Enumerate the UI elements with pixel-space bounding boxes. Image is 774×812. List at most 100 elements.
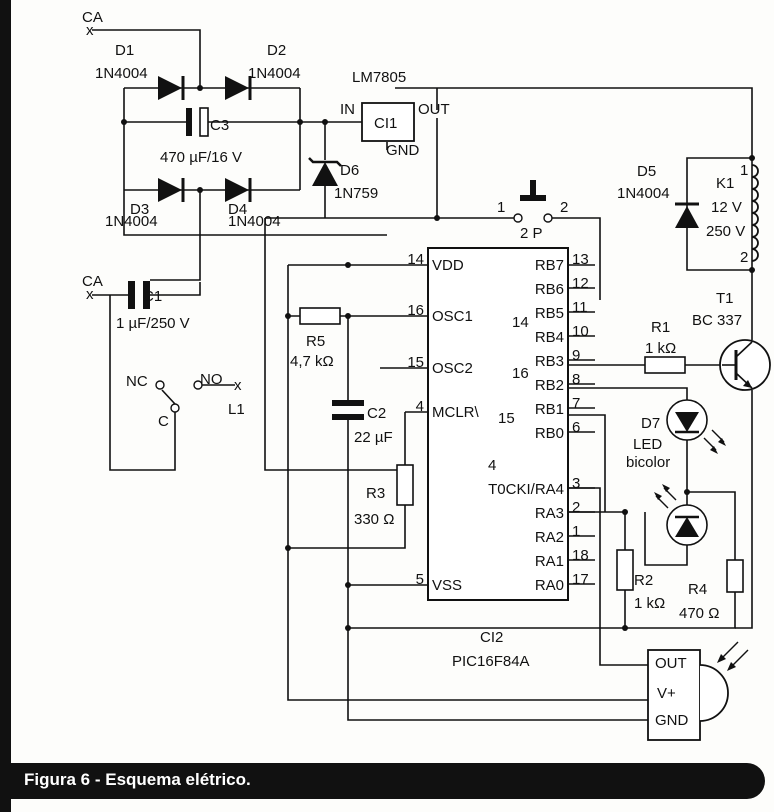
pic-pin-name-rb6: RB6	[535, 281, 564, 298]
wire-sw-right	[552, 217, 601, 300]
wire-gnd-bridge	[123, 190, 387, 236]
caption-bar	[0, 763, 765, 799]
pic-chip-body	[427, 247, 569, 601]
label-d4-name: D4	[228, 201, 247, 218]
label-ci2-part: PIC16F84A	[452, 653, 530, 670]
label-k1-name: K1	[716, 175, 734, 192]
label-c3-value: 470 µF/16 V	[160, 149, 242, 166]
label-c1-value: 1 µF/250 V	[116, 315, 190, 332]
wire-r3-bottom	[288, 505, 406, 549]
resistor-r4	[726, 559, 744, 593]
label-d7-type: LED	[633, 436, 662, 453]
pic-pin-num-ra2: 1	[572, 523, 580, 540]
diode-d5	[675, 202, 699, 228]
relay-coil-k1	[751, 164, 759, 262]
label-k1-pin1: 1	[740, 162, 748, 179]
label-r5-name: R5	[306, 333, 325, 350]
pic-pin-name-t0ckira4: T0CKI/RA4	[488, 481, 564, 498]
pic-pin-num-t0ckira4: 3	[572, 475, 580, 492]
pic-pin-num-osc2: 15	[407, 354, 424, 371]
label-l1: L1	[228, 401, 245, 418]
pic-pin-name-rb3: RB3	[535, 353, 564, 370]
pushbutton-2p	[513, 180, 553, 223]
label-reg-out: OUT	[418, 101, 450, 118]
resistor-r1	[644, 356, 686, 374]
label-r2-name: R2	[634, 572, 653, 589]
resistor-r2	[616, 549, 634, 591]
wire-relay-loop	[686, 157, 753, 271]
pic-pin-name-rb1: RB1	[535, 401, 564, 418]
pic-pin-num-rb6: 12	[572, 275, 589, 292]
label-d7-desc: bicolor	[626, 454, 670, 471]
label-reg-gnd: GND	[386, 142, 420, 159]
pic-pin-name-rb0: RB0	[535, 425, 564, 442]
pic-pin-name-vss: VSS	[432, 577, 462, 594]
label-k1-v2: 250 V	[706, 223, 745, 240]
wire-gnd-sensor	[347, 420, 648, 721]
label-d2-name: D2	[267, 42, 286, 59]
figure-caption: Figura 6 - Esquema elétrico.	[24, 770, 251, 789]
pic-pin-num-mclr: 4	[416, 398, 424, 415]
wire-bridge-to-c1	[150, 190, 201, 281]
pic-pin-num-vdd: 14	[407, 251, 424, 268]
label-ca-left: CA	[82, 273, 103, 290]
pic-pin-name-ra2: RA2	[535, 529, 564, 546]
pic-pin-name-ra0: RA0	[535, 577, 564, 594]
pic-pin-name-mclr: MCLR\	[432, 404, 480, 421]
label-sensor-vplus: V+	[657, 685, 676, 702]
label-d3-name: D3	[130, 201, 149, 218]
wire-ac-top	[92, 29, 201, 88]
label-d1-name: D1	[115, 42, 134, 59]
capacitor-c1	[128, 281, 150, 309]
resistor-r3	[396, 464, 414, 506]
label-r1-name: R1	[651, 319, 670, 336]
label-nc: NC	[126, 373, 148, 390]
wire-vplus	[287, 265, 648, 701]
label-r3-value: 330 Ω	[354, 511, 394, 528]
capacitor-c3	[186, 107, 209, 137]
regulator-ci1	[361, 102, 415, 142]
label-c2-value: 22 µF	[354, 429, 393, 446]
ac-top-terminal: x	[86, 22, 94, 39]
label-c2-name: C2	[367, 405, 386, 422]
label-sw-name: 2 P	[520, 225, 543, 242]
pic-pin-num-rb2: 8	[572, 371, 580, 388]
pic-pin-name-rb5: RB5	[535, 305, 564, 322]
label-d6-name: D6	[340, 162, 359, 179]
pic-t0-num: 4	[488, 457, 496, 474]
wires	[92, 29, 753, 721]
label-c1-name: C1	[143, 288, 162, 305]
junctions	[121, 85, 755, 631]
wire-t1-emitter	[735, 390, 753, 629]
relay-contact: x	[155, 377, 242, 413]
ac-left-terminal: x	[86, 286, 94, 303]
label-t1-part: BC 337	[692, 312, 742, 329]
resistor-r5	[299, 307, 341, 325]
label-c3-name: C3	[210, 117, 229, 134]
wire-r4-top	[687, 491, 736, 560]
diode-d2	[225, 76, 252, 100]
label-reg-part: LM7805	[352, 69, 406, 86]
pic-pin-num-rb1: 7	[572, 395, 580, 412]
capacitor-c2	[332, 400, 364, 420]
wire-relay-c	[109, 295, 176, 471]
left-border-bar	[0, 0, 11, 812]
label-d2-part: 1N4004	[248, 65, 301, 82]
label-ca-top: CA	[82, 9, 103, 26]
label-d3-part: 1N4004	[105, 213, 158, 230]
label-r4-value: 470 Ω	[679, 605, 719, 622]
pic-pin-num-ra3: 2	[572, 499, 580, 516]
label-d4-part: 1N4004	[228, 213, 281, 230]
pic-pin-num-rb4: 10	[572, 323, 589, 340]
svg-text:x: x	[234, 377, 242, 394]
label-d1-part: 1N4004	[95, 65, 148, 82]
pic-pin-num-vss: 5	[416, 571, 424, 588]
pic-osc1-alt-num: 14	[512, 314, 529, 331]
label-sensor-out: OUT	[655, 655, 687, 672]
label-ci2-name: CI2	[480, 629, 503, 646]
wire-mclr	[404, 411, 428, 465]
pic-pin-name-rb7: RB7	[535, 257, 564, 274]
pic-pin-name-vdd: VDD	[432, 257, 464, 274]
